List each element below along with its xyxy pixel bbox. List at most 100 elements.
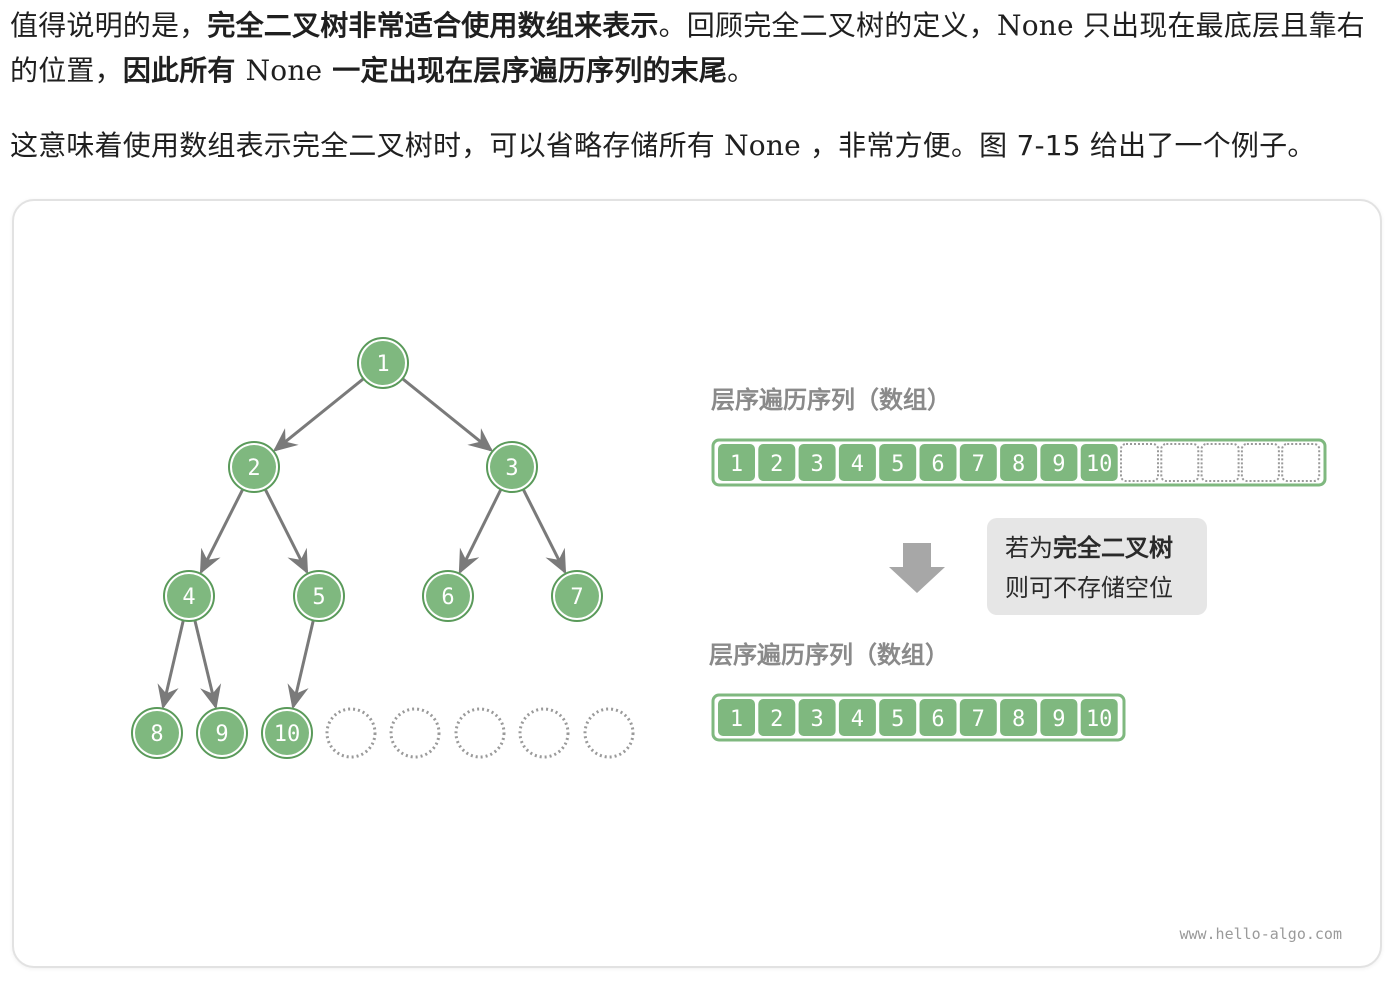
p1-text-a: 值得说明的是， bbox=[10, 9, 208, 42]
tree-node: 9 bbox=[196, 707, 248, 759]
array-empty-cell bbox=[1120, 443, 1159, 482]
tree-node-label: 7 bbox=[570, 585, 583, 610]
p1-text-d: 。 bbox=[727, 54, 756, 87]
array-cell bbox=[838, 699, 876, 736]
tree-edge bbox=[458, 488, 503, 575]
tree-edge bbox=[401, 377, 494, 452]
array-cell bbox=[798, 444, 836, 481]
tree-node-label: 1 bbox=[376, 352, 389, 377]
tree-edge bbox=[521, 488, 567, 575]
array-cell bbox=[1000, 444, 1038, 481]
note-line2: 则可不存储空位 bbox=[1005, 574, 1173, 602]
tree-empty-slot bbox=[325, 707, 377, 759]
array-cell-label: 7 bbox=[972, 452, 985, 477]
paragraph-2: 这意味着使用数组表示完全二叉树时，可以省略存储所有 None ，非常方便。图 7… bbox=[10, 123, 1384, 168]
array-cell-label: 5 bbox=[891, 452, 904, 477]
watermark: www.hello-algo.com bbox=[1179, 925, 1342, 943]
array-cell-label: 4 bbox=[851, 707, 864, 732]
array-cell bbox=[798, 699, 836, 736]
tree-node-label: 2 bbox=[247, 456, 260, 481]
tree-edge bbox=[199, 488, 245, 575]
p2-text-a: 这意味着使用数组表示完全二叉树时，可以省略存储所有 bbox=[10, 129, 725, 162]
p2-none-code: None bbox=[724, 129, 801, 162]
array-cell-label: 8 bbox=[1012, 452, 1025, 477]
array-cell-label: 7 bbox=[972, 707, 985, 732]
p1-bold-a: 完全二叉树非常适合使用数组来表示 bbox=[207, 9, 659, 42]
p1-text-c: 只出现在最底层且靠右的位置， bbox=[10, 9, 1365, 87]
array-cell bbox=[919, 444, 957, 481]
p1-bold-c: 一定出现在层序遍历序列的末尾 bbox=[322, 54, 728, 87]
p1-bold-b: 因此所有 bbox=[122, 54, 246, 87]
array-cell bbox=[959, 699, 997, 736]
array-cell bbox=[879, 444, 917, 481]
tree-node-label: 10 bbox=[274, 722, 301, 747]
array-cell-label: 6 bbox=[931, 707, 944, 732]
array-cell bbox=[1080, 444, 1118, 481]
p1-none-code: None bbox=[997, 9, 1074, 42]
array-cell bbox=[1040, 444, 1078, 481]
array-cell-label: 9 bbox=[1052, 452, 1065, 477]
tree-edge bbox=[193, 619, 222, 710]
array-cell bbox=[758, 444, 796, 481]
tree-node: 6 bbox=[422, 570, 474, 622]
array-empty-cell bbox=[1240, 443, 1280, 482]
array-empty-cell bbox=[1281, 443, 1321, 482]
paragraph-1: 值得说明的是，完全二叉树非常适合使用数组来表示。回顾完全二叉树的定义，None … bbox=[10, 3, 1384, 93]
array-cell-label: 1 bbox=[730, 452, 743, 477]
tree-node: 1 bbox=[357, 337, 409, 389]
array-cell bbox=[959, 444, 997, 481]
tree-node-label: 3 bbox=[505, 456, 518, 481]
array-cell bbox=[718, 444, 755, 481]
note-box: 若为完全二叉树 则可不存储空位 bbox=[987, 518, 1207, 615]
tree-node: 10 bbox=[261, 707, 313, 759]
note-line1-bold: 完全二叉树 bbox=[1053, 534, 1173, 562]
array-cell-label: 2 bbox=[770, 707, 783, 732]
array-cell-label: 2 bbox=[770, 452, 783, 477]
tree-node-label: 6 bbox=[441, 585, 454, 610]
tree-node-label: 9 bbox=[215, 722, 228, 747]
tree-node: 7 bbox=[551, 570, 603, 622]
tree-node: 5 bbox=[293, 570, 345, 622]
array-cell bbox=[919, 699, 957, 736]
array-cell bbox=[758, 699, 796, 736]
tree-empty-slot bbox=[389, 707, 441, 759]
array-cell bbox=[1000, 699, 1038, 736]
array-cell bbox=[1040, 699, 1078, 736]
p1-text-b: 。回顾完全二叉树的定义， bbox=[658, 9, 998, 42]
array-cell bbox=[838, 444, 876, 481]
array-cell-label: 8 bbox=[1012, 707, 1025, 732]
array-cell-label: 6 bbox=[931, 452, 944, 477]
array-title-bottom: 层序遍历序列（数组） bbox=[709, 641, 949, 669]
tree-node: 3 bbox=[486, 441, 538, 493]
array-cells-bottom: 1 2 3 4 5 6 7 8 9 10 bbox=[718, 699, 1118, 736]
svg-text:若为完全二叉树: 若为完全二叉树 bbox=[1005, 534, 1173, 562]
array-cell-label: 9 bbox=[1052, 707, 1065, 732]
array-empty-cell bbox=[1200, 443, 1240, 482]
array-cell-label: 4 bbox=[851, 452, 864, 477]
p2-text-b: ，非常方便。图 7-15 给出了一个例子。 bbox=[800, 129, 1316, 162]
tree-nodes: 1 2 3 4 5 6 7 8 9 10 bbox=[131, 337, 603, 759]
array-cell-label: 5 bbox=[891, 707, 904, 732]
array-cell-label: 3 bbox=[810, 707, 823, 732]
array-cell-label: 10 bbox=[1086, 707, 1113, 732]
array-cell-label: 3 bbox=[810, 452, 823, 477]
array-cell bbox=[879, 699, 917, 736]
tree-edge bbox=[157, 620, 185, 710]
array-cell bbox=[718, 699, 755, 736]
tree-node-label: 5 bbox=[312, 585, 325, 610]
p1-none-code-2: None bbox=[245, 54, 323, 87]
tree-empty-slots bbox=[325, 707, 635, 759]
tree-node-label: 4 bbox=[182, 585, 195, 610]
tree-node-label: 8 bbox=[150, 722, 163, 747]
tree-node: 8 bbox=[131, 707, 183, 759]
note-line1-plain: 若为 bbox=[1005, 534, 1053, 562]
tree-empty-slot bbox=[583, 707, 635, 759]
down-arrow-icon bbox=[889, 543, 945, 593]
tree-edge bbox=[287, 620, 315, 710]
array-cell-label: 1 bbox=[730, 707, 743, 732]
tree-empty-slot bbox=[454, 707, 506, 759]
array-cell bbox=[1080, 699, 1118, 736]
tree-node: 2 bbox=[228, 441, 280, 493]
